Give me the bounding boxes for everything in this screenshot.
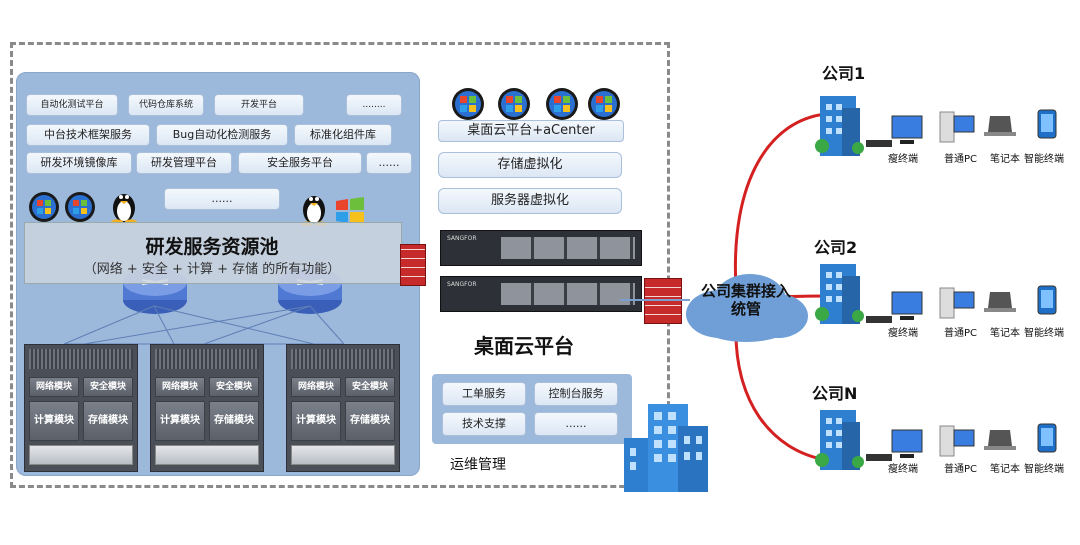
- storage-module: 存储模块: [209, 401, 259, 441]
- building-icon: [624, 404, 708, 492]
- device-laptop-label: 笔记本: [990, 154, 1020, 165]
- ops-tech-support: 技术支撑: [442, 412, 526, 436]
- drive-bays: [501, 283, 635, 305]
- cloud-icon: [686, 274, 808, 342]
- security-module: 安全模块: [209, 377, 259, 397]
- desktop-os-icons: [452, 88, 620, 120]
- company-1-site: [815, 96, 1057, 156]
- service-dev-platform: 开发平台: [214, 94, 304, 116]
- storage-virtualization: 存储虚拟化: [438, 152, 622, 178]
- company-2-name: 公司2: [814, 238, 858, 257]
- desktop-cloud-title: 桌面云平台: [474, 334, 574, 358]
- device-pc-label: 普通PC: [944, 154, 978, 165]
- desktop-cloud-acenter: 桌面云平台+aCenter: [438, 120, 624, 142]
- service-component-lib: 标准化组件库: [294, 124, 392, 146]
- service-env-mirror: 研发环境镜像库: [26, 152, 132, 174]
- network-module: 网络模块: [29, 377, 79, 397]
- linux-tux-icon: [301, 196, 327, 226]
- storage-module: 存储模块: [345, 401, 395, 441]
- blade-server-2: SANGFOR: [440, 276, 642, 312]
- network-module: 网络模块: [155, 377, 205, 397]
- compute-module: 计算模块: [291, 401, 341, 441]
- rack-chassis: [29, 445, 133, 465]
- linux-tux-icon: [111, 194, 137, 224]
- storage-module: 存储模块: [83, 401, 133, 441]
- server-brand: SANGFOR: [447, 281, 477, 288]
- service-more-2: ......: [366, 152, 412, 174]
- cloud-label: 公司集群接入统管: [700, 282, 791, 318]
- device-smart-terminal-label: 智能终端: [1024, 464, 1064, 475]
- rack-chassis: [155, 445, 259, 465]
- drive-bays: [501, 237, 635, 259]
- server-rack-2: 网络模块 安全模块 计算模块 存储模块: [150, 344, 264, 472]
- device-smart-terminal-label: 智能终端: [1024, 328, 1064, 339]
- ops-ticket-service: 工单服务: [442, 382, 526, 406]
- service-more-1: ........: [346, 94, 402, 116]
- server-rack-3: 网络模块 安全模块 计算模块 存储模块: [286, 344, 400, 472]
- rack-chassis: [291, 445, 395, 465]
- rack-switch: [291, 349, 395, 369]
- device-thin-client-label: 瘦终端: [888, 328, 918, 339]
- service-placeholder: ......: [164, 188, 280, 210]
- compute-module: 计算模块: [29, 401, 79, 441]
- service-bug-detect: Bug自动化检测服务: [156, 124, 288, 146]
- network-module: 网络模块: [291, 377, 341, 397]
- resource-pool-band: [24, 222, 402, 284]
- device-laptop-label: 笔记本: [990, 464, 1020, 475]
- server-brand: SANGFOR: [447, 235, 477, 242]
- ops-label: 运维管理: [450, 457, 506, 473]
- security-module: 安全模块: [345, 377, 395, 397]
- rack-switch: [155, 349, 259, 369]
- firewall-icon: [400, 244, 426, 286]
- service-auto-test: 自动化测试平台: [26, 94, 118, 116]
- company-n-name: 公司N: [812, 384, 858, 403]
- server-virtualization: 服务器虚拟化: [438, 188, 622, 214]
- security-module: 安全模块: [83, 377, 133, 397]
- company-n-site: [815, 410, 1057, 470]
- ops-console-service: 控制台服务: [534, 382, 618, 406]
- compute-module: 计算模块: [155, 401, 205, 441]
- resource-pool-title: 研发服务资源池: [145, 236, 279, 258]
- ops-more: ......: [534, 412, 618, 436]
- service-middle-platform: 中台技术框架服务: [26, 124, 150, 146]
- device-thin-client-label: 瘦终端: [888, 154, 918, 165]
- service-code-repo: 代码仓库系统: [128, 94, 204, 116]
- rack-switch: [29, 349, 133, 369]
- company-1-name: 公司1: [822, 64, 866, 83]
- device-thin-client-label: 瘦终端: [888, 464, 918, 475]
- device-pc-label: 普通PC: [944, 464, 978, 475]
- resource-pool-subtitle: （网络 + 安全 + 计算 + 存储 的所有功能）: [83, 262, 341, 277]
- cloud-link: [620, 299, 690, 301]
- device-smart-terminal-label: 智能终端: [1024, 154, 1064, 165]
- service-security: 安全服务平台: [238, 152, 362, 174]
- blade-server-1: SANGFOR: [440, 230, 642, 266]
- server-rack-1: 网络模块 安全模块 计算模块 存储模块: [24, 344, 138, 472]
- datacenter-boundary: [10, 42, 670, 488]
- device-pc-label: 普通PC: [944, 328, 978, 339]
- windows-logo-icon: [336, 197, 364, 225]
- device-laptop-label: 笔记本: [990, 328, 1020, 339]
- switch-rack-links: [63, 305, 345, 345]
- service-dev-mgmt: 研发管理平台: [136, 152, 232, 174]
- windows-icons: [29, 192, 95, 222]
- company-2-site: [815, 264, 1057, 324]
